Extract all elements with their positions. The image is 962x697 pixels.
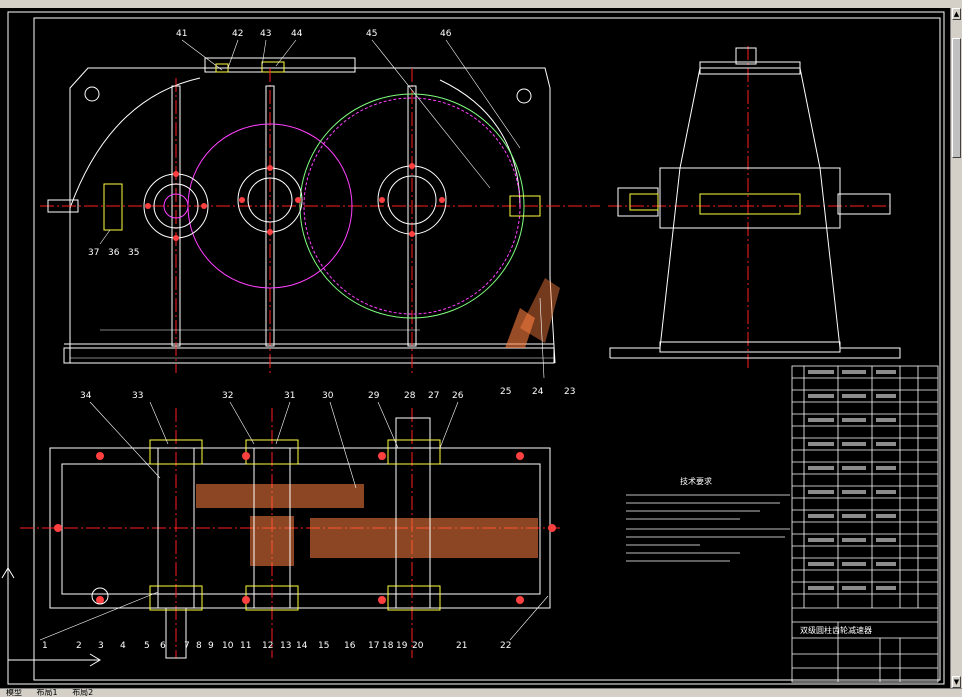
technical-requirements: 技术要求 [626, 476, 790, 562]
label-19: 19 [396, 641, 408, 651]
label-20: 20 [412, 641, 424, 651]
label-32: 32 [222, 391, 233, 401]
label-9: 9 [208, 641, 214, 651]
label-44: 44 [291, 29, 303, 39]
tab-layout2[interactable]: 布局2 [72, 688, 94, 697]
label-45: 45 [366, 29, 377, 39]
label-2: 2 [76, 641, 82, 651]
bom-row-fills [808, 370, 896, 590]
label-4: 4 [120, 641, 126, 651]
label-35: 35 [128, 248, 139, 258]
inner-frame [33, 17, 941, 681]
label-36: 36 [108, 248, 120, 258]
label-21: 21 [456, 641, 467, 651]
label-30: 30 [322, 391, 334, 401]
label-26: 26 [452, 391, 464, 401]
plan-view [20, 401, 560, 659]
label-37: 37 [88, 248, 99, 258]
tech-req-title: 技术要求 [680, 476, 712, 486]
label-16: 16 [344, 641, 356, 651]
label-33: 33 [132, 391, 143, 401]
label-22: 22 [500, 641, 511, 651]
label-18: 18 [382, 641, 394, 651]
label-25: 25 [500, 387, 511, 397]
label-17: 17 [368, 641, 379, 651]
plan-view-bottom-labels: 1 2 3 4 5 6 7 8 9 10 11 12 13 14 15 16 1… [42, 641, 511, 651]
vertical-scrollbar[interactable]: ▲ ▼ [950, 8, 962, 688]
label-29: 29 [368, 391, 380, 401]
label-5: 5 [144, 641, 150, 651]
label-6: 6 [160, 641, 166, 651]
label-13: 13 [280, 641, 291, 651]
label-31: 31 [284, 391, 295, 401]
label-34: 34 [80, 391, 92, 401]
label-3: 3 [98, 641, 104, 651]
drawing-frame [7, 11, 945, 685]
label-27: 27 [428, 391, 439, 401]
label-14: 14 [296, 641, 308, 651]
label-24: 24 [532, 387, 544, 397]
label-11: 11 [240, 641, 251, 651]
title-block-name: 双级圆柱齿轮减速器 [800, 625, 872, 635]
label-28: 28 [404, 391, 416, 401]
label-1: 1 [42, 641, 48, 651]
side-view [608, 46, 901, 368]
label-12: 12 [262, 641, 273, 651]
label-41: 41 [176, 29, 187, 39]
ucs-icon [1, 567, 101, 667]
cad-drawing-canvas[interactable]: 41 42 43 44 45 46 37 36 35 25 24 23 [0, 8, 950, 688]
label-46: 46 [440, 29, 452, 39]
label-43: 43 [260, 29, 271, 39]
label-42: 42 [232, 29, 243, 39]
label-8: 8 [196, 641, 202, 651]
label-23: 23 [564, 387, 575, 397]
plan-view-labels: 34 33 32 31 30 29 28 27 26 [80, 391, 464, 401]
label-15: 15 [318, 641, 329, 651]
label-7: 7 [184, 641, 190, 651]
label-10: 10 [222, 641, 234, 651]
scroll-up-arrow-icon[interactable]: ▲ [952, 8, 961, 20]
tab-model[interactable]: 模型 [6, 688, 22, 697]
layout-tab-bar: 模型 布局1 布局2 [0, 688, 962, 697]
bill-of-materials-table [791, 365, 939, 683]
front-view [40, 39, 600, 379]
scroll-down-arrow-icon[interactable]: ▼ [952, 676, 961, 688]
tab-layout1[interactable]: 布局1 [36, 688, 58, 697]
scrollbar-thumb[interactable] [952, 38, 961, 158]
front-view-labels: 41 42 43 44 45 46 37 36 35 25 24 23 [88, 29, 575, 397]
